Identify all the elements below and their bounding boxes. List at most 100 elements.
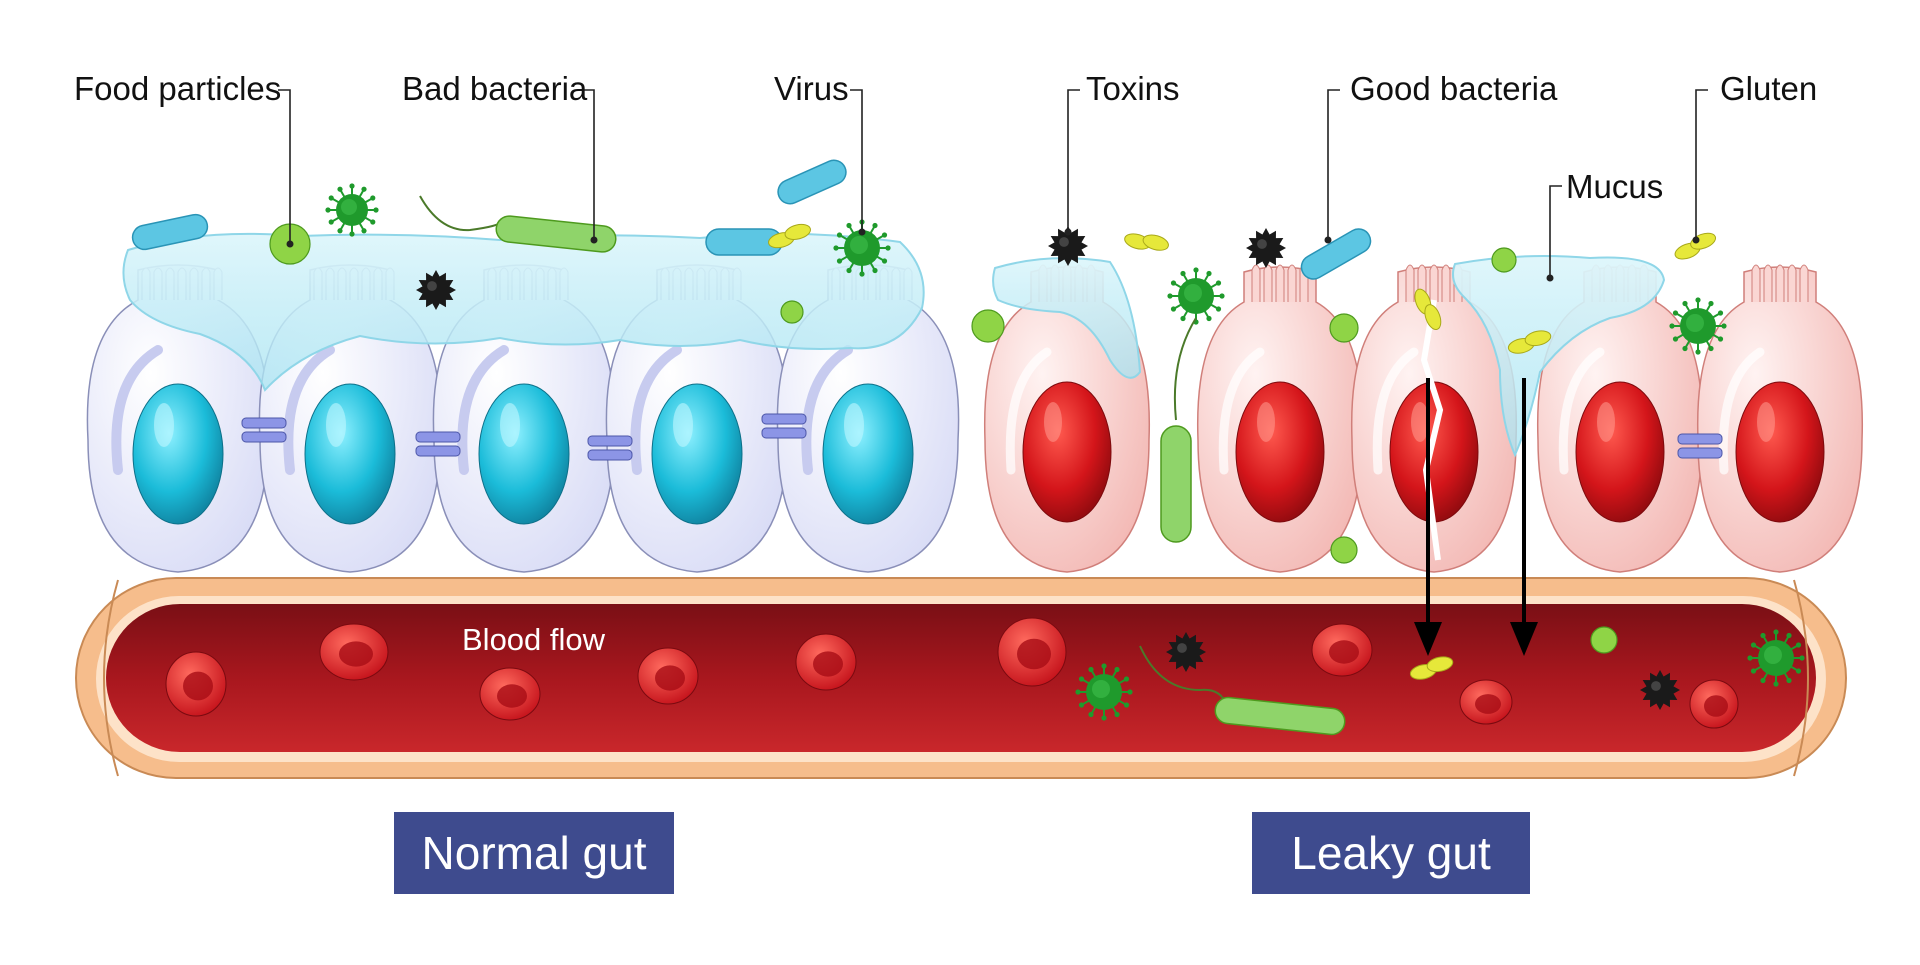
virus-spike-tip — [872, 222, 878, 229]
leaky-nucleus — [1735, 381, 1825, 523]
red-blood-cell — [795, 633, 857, 691]
rbc-center — [1475, 694, 1501, 714]
virus-spike-tip — [1672, 310, 1679, 316]
virus-spike-tip — [361, 186, 367, 192]
leaky-microvillus — [1263, 264, 1273, 302]
virus-spike-tip — [325, 207, 331, 213]
leaky-cell-shading — [1218, 347, 1265, 475]
toxin-body — [416, 270, 456, 310]
virus-spike-tip — [1786, 677, 1792, 684]
junction-bar — [587, 435, 633, 447]
gluten-particle — [768, 223, 811, 249]
leader-virus — [850, 89, 863, 232]
virus-spike-tip — [836, 258, 843, 264]
virus-spike-tip — [1695, 349, 1701, 355]
leader-dot-good-bacteria — [1324, 236, 1332, 244]
label-blood-flow: Blood flow — [462, 622, 606, 657]
virus-spike-tip — [1127, 689, 1133, 695]
leaky-microvillus — [1275, 264, 1285, 302]
normal-nucleus-highlight — [844, 403, 864, 447]
bacterium-flagellum — [1173, 317, 1197, 421]
virus — [1669, 297, 1727, 355]
virus-spike-tip — [881, 232, 888, 238]
toxin — [1048, 226, 1088, 266]
virus-spike-tip — [1215, 306, 1222, 312]
normal-cell-shading — [111, 345, 163, 475]
normal-nucleus — [478, 383, 570, 525]
virus-spike-tip — [881, 258, 888, 264]
virus-spike-tip — [1075, 689, 1081, 695]
junction-bar — [761, 413, 807, 425]
normal-nucleus-highlight — [154, 403, 174, 447]
gluten-particle — [1507, 330, 1552, 354]
rbc-center — [813, 651, 843, 677]
virus-spike-tip — [1682, 345, 1688, 352]
junction-bar — [1677, 447, 1723, 459]
mucus-patch-right — [1452, 255, 1666, 458]
virus-spike-tip — [1708, 300, 1714, 307]
toxin-highlight — [1059, 237, 1069, 247]
toxin-body — [1246, 228, 1286, 268]
virus-spike-tip — [1101, 663, 1107, 669]
leader-dot-bad-bacteria — [590, 236, 598, 244]
junction-bar — [761, 427, 807, 439]
blood-vessel — [75, 577, 1847, 779]
virus-spike-tip — [1747, 655, 1753, 661]
food-particle — [780, 300, 804, 324]
vessel-lumen — [106, 604, 1816, 752]
food-particle — [1330, 536, 1358, 564]
virus-spike-tip — [1167, 293, 1173, 299]
normal-nucleus-highlight — [326, 403, 346, 447]
junction-bar — [587, 449, 633, 461]
toxin — [1640, 670, 1680, 710]
food-particle — [971, 309, 1005, 343]
gluten-lobe — [1524, 330, 1552, 347]
leaky-microvillus — [1799, 264, 1809, 302]
good-bacterium — [777, 159, 847, 205]
virus — [1167, 267, 1225, 325]
virus-spike-tip — [1215, 280, 1222, 286]
normal-nucleus — [132, 383, 224, 525]
mucus-layer-normal — [122, 232, 925, 392]
leak-arrow-1-head — [1414, 622, 1442, 656]
normal-cell-shading — [283, 345, 335, 475]
label-virus: Virus — [774, 70, 849, 107]
tight-junction — [415, 431, 461, 457]
leader-food-particles — [278, 89, 291, 244]
red-blood-cell — [997, 617, 1067, 687]
junction-bar — [241, 417, 287, 429]
leader-toxins — [1067, 89, 1080, 232]
virus-spike-tip — [1193, 267, 1199, 273]
virus-spike-tip — [361, 228, 367, 234]
gluten-lobe — [1424, 304, 1442, 331]
tight-junctions — [241, 413, 1723, 461]
virus-spike-tip — [1170, 280, 1177, 286]
label-food-particles: Food particles — [74, 70, 282, 107]
virus-spike-tip — [836, 232, 843, 238]
red-blood-cell — [1689, 679, 1739, 729]
normal-nucleus — [822, 383, 914, 525]
virus-highlight — [850, 236, 868, 254]
rbc-center — [655, 665, 685, 691]
virus-spike-tip — [337, 228, 343, 234]
virus-spike-tip — [1786, 632, 1792, 639]
virus-highlight — [1092, 680, 1110, 698]
leader-dot-virus — [858, 228, 866, 236]
virus-spike-tip — [1206, 270, 1212, 277]
leak-arrow-2-head — [1510, 622, 1538, 656]
food-particle — [1329, 313, 1359, 343]
virus-spike-tip — [328, 195, 334, 201]
virus-highlight — [1184, 284, 1202, 302]
virus-spike-tip — [1721, 323, 1727, 329]
virus-spike-tip — [1750, 668, 1757, 674]
leaky-nucleus-highlight — [1411, 402, 1429, 442]
toxin-body — [1048, 226, 1088, 266]
normal-cell-shading — [630, 345, 682, 475]
virus-spike-tip — [833, 245, 839, 251]
label-toxins: Toxins — [1086, 70, 1180, 107]
red-blood-cell — [637, 647, 699, 705]
leaky-microvillus — [1787, 264, 1797, 302]
normal-cell-shading — [801, 345, 853, 475]
leaky-nucleus — [1235, 381, 1325, 523]
virus-spike-tip — [859, 271, 865, 277]
